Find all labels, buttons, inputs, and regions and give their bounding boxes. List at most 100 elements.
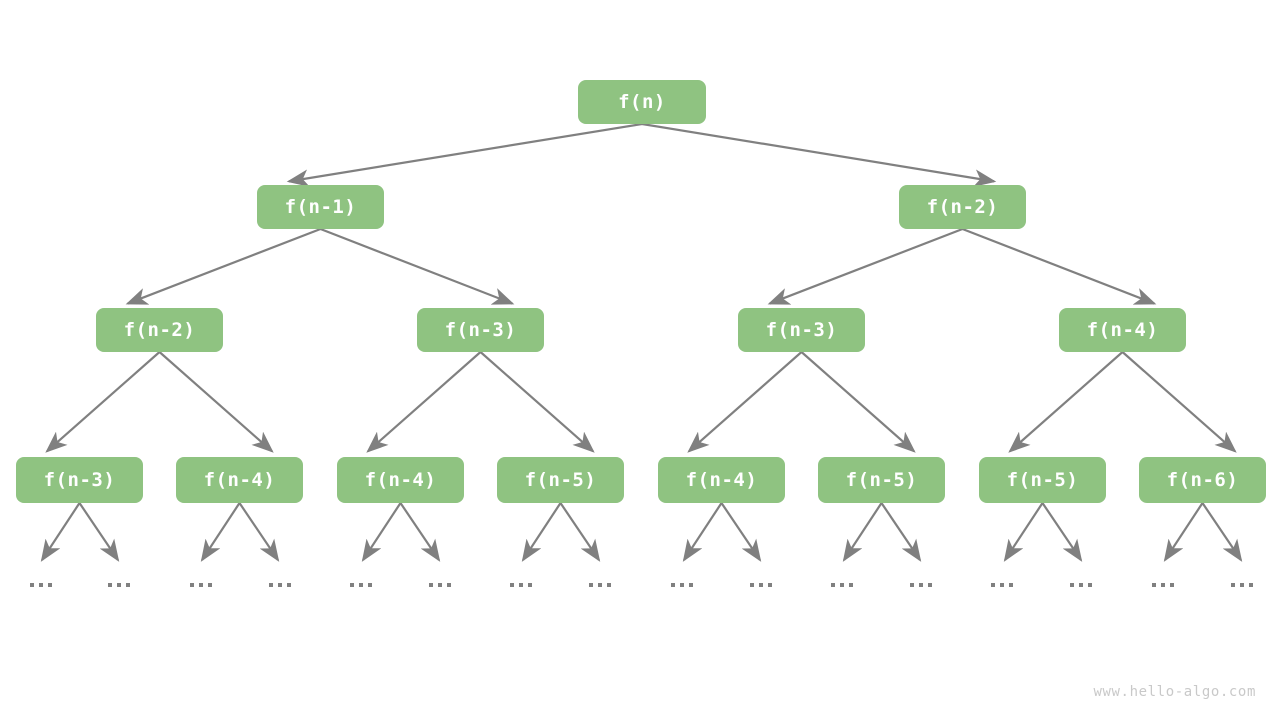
edge-n6-to-n14 bbox=[1121, 351, 1237, 453]
ellipsis-dot bbox=[208, 583, 212, 587]
leaf-edge-11 bbox=[880, 502, 922, 562]
ellipsis-dot bbox=[528, 583, 532, 587]
ellipsis-dot bbox=[126, 583, 130, 587]
edge-n0-to-n2 bbox=[641, 122, 997, 187]
ellipsis-dot bbox=[447, 583, 451, 587]
ellipsis-marker bbox=[578, 577, 622, 593]
ellipsis-marker bbox=[1059, 577, 1103, 593]
ellipsis-dot bbox=[1000, 583, 1004, 587]
ellipsis-dot bbox=[910, 583, 914, 587]
leaf-edge-5 bbox=[399, 502, 441, 562]
ellipsis-dot bbox=[928, 583, 932, 587]
ellipsis-dot bbox=[589, 583, 593, 587]
leaf-edge-10 bbox=[842, 502, 883, 562]
ellipsis-dot bbox=[350, 583, 354, 587]
leaf-edge-7 bbox=[559, 502, 601, 562]
ellipsis-marker bbox=[499, 577, 543, 593]
ellipsis-dot bbox=[190, 583, 194, 587]
leaf-edge-9 bbox=[720, 502, 762, 562]
ellipsis-dot bbox=[991, 583, 995, 587]
leaf-edge-14 bbox=[1163, 502, 1204, 562]
ellipsis-dot bbox=[598, 583, 602, 587]
edge-n5-to-n11 bbox=[687, 351, 803, 453]
tree-node-n5: f(n-3) bbox=[738, 308, 865, 352]
ellipsis-dot bbox=[1152, 583, 1156, 587]
ellipsis-dot bbox=[768, 583, 772, 587]
ellipsis-dot bbox=[429, 583, 433, 587]
tree-node-n3: f(n-2) bbox=[96, 308, 223, 352]
ellipsis-dot bbox=[1079, 583, 1083, 587]
edge-n3-to-n8 bbox=[158, 351, 274, 453]
ellipsis-dot bbox=[287, 583, 291, 587]
leaf-edge-1 bbox=[78, 502, 120, 562]
ellipsis-marker bbox=[820, 577, 864, 593]
ellipsis-dot bbox=[671, 583, 675, 587]
tree-node-n14: f(n-6) bbox=[1139, 457, 1266, 503]
ellipsis-marker bbox=[339, 577, 383, 593]
ellipsis-dot bbox=[39, 583, 43, 587]
leaf-edge-4 bbox=[361, 502, 402, 562]
ellipsis-marker bbox=[899, 577, 943, 593]
ellipsis-marker bbox=[980, 577, 1024, 593]
ellipsis-marker bbox=[19, 577, 63, 593]
ellipsis-dot bbox=[278, 583, 282, 587]
ellipsis-marker bbox=[739, 577, 783, 593]
ellipsis-dot bbox=[368, 583, 372, 587]
tree-node-n0: f(n) bbox=[578, 80, 706, 124]
ellipsis-dot bbox=[30, 583, 34, 587]
ellipsis-dot bbox=[750, 583, 754, 587]
ellipsis-dot bbox=[1070, 583, 1074, 587]
ellipsis-dot bbox=[1170, 583, 1174, 587]
ellipsis-dot bbox=[108, 583, 112, 587]
edge-n6-to-n13 bbox=[1008, 351, 1124, 453]
tree-node-n1: f(n-1) bbox=[257, 185, 384, 229]
edge-n4-to-n9 bbox=[366, 351, 482, 453]
tree-node-n9: f(n-4) bbox=[337, 457, 464, 503]
ellipsis-dot bbox=[269, 583, 273, 587]
leaf-edges bbox=[40, 502, 1243, 562]
ellipsis-dot bbox=[1009, 583, 1013, 587]
edge-n1-to-n3 bbox=[125, 227, 321, 305]
leaf-edge-13 bbox=[1041, 502, 1083, 562]
watermark: www.hello-algo.com bbox=[1093, 684, 1256, 700]
ellipsis-dot bbox=[1249, 583, 1253, 587]
edge-n4-to-n10 bbox=[479, 351, 595, 453]
ellipsis-dot bbox=[438, 583, 442, 587]
ellipsis-dot bbox=[831, 583, 835, 587]
ellipsis-marker bbox=[179, 577, 223, 593]
leaf-edge-3 bbox=[238, 502, 280, 562]
tree-node-n2: f(n-2) bbox=[899, 185, 1026, 229]
tree-node-n10: f(n-5) bbox=[497, 457, 624, 503]
ellipsis-dot bbox=[510, 583, 514, 587]
tree-node-n6: f(n-4) bbox=[1059, 308, 1186, 352]
leaf-edge-2 bbox=[200, 502, 241, 562]
tree-edges bbox=[45, 122, 1237, 453]
ellipsis-dot bbox=[1088, 583, 1092, 587]
tree-node-n4: f(n-3) bbox=[417, 308, 544, 352]
ellipsis-dot bbox=[519, 583, 523, 587]
tree-node-n11: f(n-4) bbox=[658, 457, 785, 503]
leaf-edge-15 bbox=[1201, 502, 1243, 562]
tree-node-n13: f(n-5) bbox=[979, 457, 1106, 503]
ellipsis-dot bbox=[849, 583, 853, 587]
leaf-edge-12 bbox=[1003, 502, 1044, 562]
leaf-edge-8 bbox=[682, 502, 723, 562]
edge-n2-to-n5 bbox=[767, 227, 963, 305]
leaf-edge-6 bbox=[521, 502, 562, 562]
ellipsis-marker bbox=[258, 577, 302, 593]
ellipsis-marker bbox=[418, 577, 462, 593]
edge-n1-to-n4 bbox=[320, 227, 515, 305]
tree-node-n12: f(n-5) bbox=[818, 457, 945, 503]
edge-n5-to-n12 bbox=[800, 351, 916, 453]
ellipsis-dot bbox=[1231, 583, 1235, 587]
leaf-edge-0 bbox=[40, 502, 81, 562]
edge-n0-to-n1 bbox=[286, 122, 643, 187]
ellipsis-marker bbox=[1220, 577, 1264, 593]
edge-n2-to-n6 bbox=[962, 227, 1157, 305]
tree-node-n7: f(n-3) bbox=[16, 457, 143, 503]
ellipsis-dot bbox=[840, 583, 844, 587]
ellipsis-dot bbox=[689, 583, 693, 587]
ellipsis-marker bbox=[1141, 577, 1185, 593]
ellipsis-dot bbox=[607, 583, 611, 587]
